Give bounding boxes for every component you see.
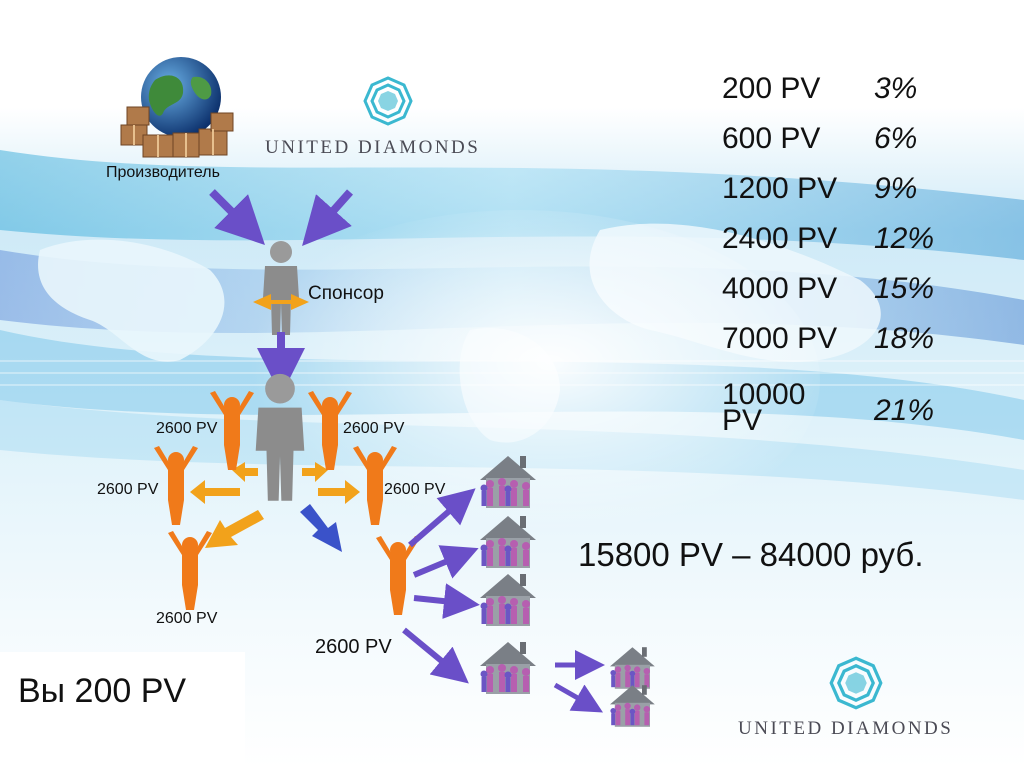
pv-label: 2600 PV — [97, 481, 159, 498]
diamond-icon — [363, 76, 413, 126]
brand-logo-bottom: UNITED DIAMONDS — [738, 655, 983, 745]
diamond-icon — [829, 656, 883, 710]
total-earnings: 15800 PV – 84000 руб. — [578, 536, 924, 573]
pv-label: 2600 PV — [384, 481, 446, 498]
team-house — [480, 516, 536, 568]
brand-name: UNITED DIAMONDS — [738, 718, 954, 739]
arrow-left-gold — [190, 480, 240, 504]
partner-figure — [168, 531, 212, 610]
arrow-company-to-sponsor — [302, 189, 353, 246]
sponsor-figure — [253, 241, 309, 335]
bonus-pv: 1200 PV — [722, 172, 838, 205]
brand-name: UNITED DIAMONDS — [265, 137, 481, 158]
pv-label: 2600 PV — [315, 636, 392, 658]
bonus-percent: 12% — [874, 222, 935, 255]
pv-label: 2600 PV — [156, 610, 218, 627]
bonus-pv: 2400 PV — [722, 222, 838, 255]
bonus-pv: 600 PV — [722, 122, 821, 155]
arrow-right-gold — [318, 480, 360, 504]
bonus-percent: 21% — [874, 394, 935, 427]
pv-label: 2600 PV — [343, 420, 405, 437]
partner-figure — [154, 446, 198, 525]
arrow-to-house — [402, 627, 469, 684]
producer-label: Производитель — [106, 164, 220, 181]
bonus-percent: 3% — [874, 72, 918, 105]
team-house — [480, 642, 536, 694]
you-figure — [255, 373, 305, 501]
bonus-pv: 4000 PV — [722, 272, 838, 305]
you-label: Вы 200 PV — [18, 672, 187, 710]
arrow-down-gold — [205, 510, 264, 548]
bonus-pv: 200 PV — [722, 72, 821, 105]
bonus-pv: 7000 PV — [722, 322, 838, 355]
sponsor-label: Спонсор — [308, 283, 384, 304]
bonus-table: 200 PV 3% 600 PV 6% 1200 PV 9% 2400 PV 1… — [722, 72, 982, 452]
bonus-pv: 10000 PV — [722, 378, 806, 437]
arrow-to-house — [412, 545, 479, 579]
team-house — [610, 685, 655, 727]
arrow-to-house — [553, 682, 604, 713]
team-house — [610, 647, 655, 689]
partner-figure — [376, 536, 420, 615]
arrow-to-house — [408, 488, 476, 548]
bonus-percent: 15% — [874, 272, 935, 305]
team-house — [480, 456, 536, 508]
you-label-box: Вы 200 PV — [0, 652, 245, 768]
arrow-down-blue — [300, 504, 342, 552]
bonus-percent: 9% — [874, 172, 918, 205]
pv-label: 2600 PV — [156, 420, 218, 437]
brand-logo-top: UNITED DIAMONDS — [265, 75, 510, 160]
arrow-to-house — [413, 583, 480, 620]
bonus-percent: 18% — [874, 322, 935, 355]
team-house — [480, 574, 536, 626]
arrow-producer-to-sponsor — [209, 189, 265, 245]
producer-globe-icon — [120, 57, 234, 158]
bonus-percent: 6% — [874, 122, 918, 155]
